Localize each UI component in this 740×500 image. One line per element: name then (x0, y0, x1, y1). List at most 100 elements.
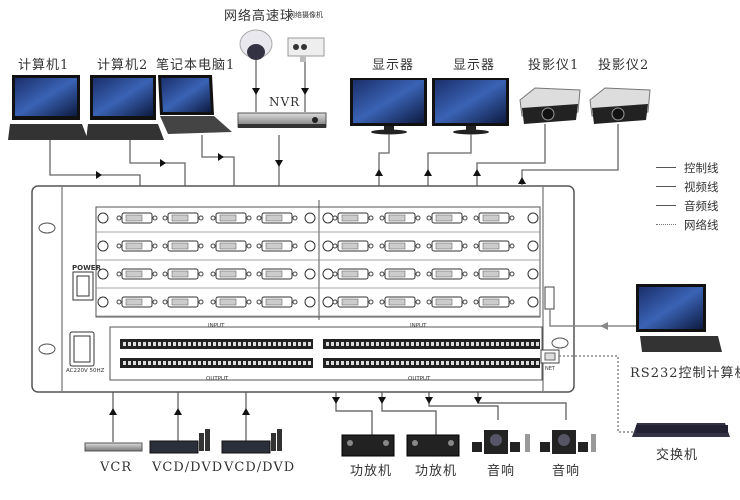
dome-camera-icon (239, 29, 273, 60)
arrow-up-icon (109, 408, 117, 415)
monitor-icon (350, 78, 427, 135)
arrow-up-icon (518, 177, 526, 184)
arrow-right-icon (96, 171, 102, 179)
input-label-left: INPUT (208, 323, 225, 329)
dvi-port-grid (96, 212, 540, 317)
dvi-port (162, 240, 204, 252)
label-speaker-1: 音响 (487, 464, 516, 479)
matrix-chassis (31, 185, 575, 393)
label-dvd-2: VCD/DVD (224, 460, 296, 475)
arrow-right-icon (218, 153, 224, 161)
legend-item-video: 视频线 (656, 177, 719, 196)
network-switch-icon (632, 423, 730, 437)
cable-spk1 (428, 392, 499, 420)
bnc-connector (304, 240, 316, 252)
dvi-port (256, 268, 298, 280)
computer-1 (8, 75, 88, 140)
dvi-port (210, 296, 252, 308)
legend-item-control: 控制线 (656, 158, 719, 177)
desktop-computer-icon (8, 75, 88, 140)
dvi-port (332, 268, 374, 280)
rs232-control-computer (636, 284, 722, 352)
desktop-computer-icon (86, 75, 164, 140)
monitor-2 (432, 78, 509, 135)
dvi-port (379, 240, 421, 252)
dvi-port (332, 212, 374, 224)
ac-label: AC220V 50HZ (66, 368, 105, 374)
dvd-player-icon (149, 429, 210, 454)
dvi-port (162, 268, 204, 280)
arrow-down-icon (301, 88, 309, 95)
arrow-down-icon (474, 397, 482, 404)
dvi-port (473, 268, 515, 280)
net-label: NET (545, 366, 555, 372)
network-bullet-camera (287, 37, 325, 62)
arrow-down-icon (252, 88, 260, 95)
vcr (84, 442, 143, 452)
dvi-port (256, 240, 298, 252)
laptop-1 (158, 75, 232, 134)
dvi-port (162, 296, 204, 308)
dvi-port (116, 240, 158, 252)
dvi-port (473, 296, 515, 308)
signal-arrows-top (96, 88, 526, 184)
label-computer-2: 计算机2 (97, 58, 149, 73)
input-label-right: INPUT (410, 323, 427, 329)
arrow-up-icon (174, 408, 182, 415)
dvi-port (256, 296, 298, 308)
dvi-port (426, 240, 468, 252)
bnc-connector (527, 212, 539, 224)
bnc-connector (97, 240, 109, 252)
label-vcr: VCR (100, 460, 133, 475)
dvi-port (256, 212, 298, 224)
dvi-port (379, 212, 421, 224)
arrow-down-icon (332, 397, 340, 404)
label-monitor-2: 显示器 (453, 58, 496, 73)
output-label-right: OUTPUT (408, 376, 431, 382)
label-switch: 交换机 (656, 448, 699, 463)
bnc-connector (97, 296, 109, 308)
dvd-player-icon (221, 429, 282, 454)
desktop-computer-icon (636, 284, 722, 352)
network-cable (559, 355, 633, 433)
dvi-port (116, 212, 158, 224)
arrow-down-icon (425, 397, 433, 404)
bnc-connector (527, 240, 539, 252)
dvi-port (379, 296, 421, 308)
vcd-dvd-2 (221, 429, 282, 454)
label-speaker-2: 音响 (552, 464, 581, 479)
vcr-icon (84, 442, 143, 452)
arrow-up-icon (473, 169, 481, 176)
projector-2 (589, 87, 651, 124)
legend-item-audio: 音频线 (656, 196, 719, 215)
dvi-port (426, 212, 468, 224)
speaker-system-icon (472, 430, 530, 454)
signal-arrows-bottom (109, 397, 482, 415)
projector-icon (519, 87, 581, 124)
label-monitor-1: 显示器 (372, 58, 415, 73)
bnc-connector (322, 240, 334, 252)
bnc-connector (304, 268, 316, 280)
dvi-port (426, 268, 468, 280)
bnc-connector (322, 268, 334, 280)
nvr (237, 112, 327, 128)
rack-ear-hole (551, 337, 569, 349)
arrow-up-icon (242, 408, 250, 415)
nvr-recorder-icon (237, 112, 327, 128)
label-projector-1: 投影仪1 (528, 58, 580, 73)
output-label-left: OUTPUT (206, 376, 229, 382)
terminal-block (120, 339, 313, 349)
dvi-port (162, 212, 204, 224)
arrow-down-icon (378, 397, 386, 404)
arrow-down-icon (275, 160, 283, 167)
dvi-port (116, 268, 158, 280)
bnc-connector (97, 212, 109, 224)
dvi-port (116, 296, 158, 308)
vcd-dvd-1 (149, 429, 210, 454)
bnc-connector (304, 212, 316, 224)
bullet-camera-icon (287, 37, 325, 62)
arrow-up-icon (375, 169, 383, 176)
audio-terminal-blocks (120, 339, 540, 368)
cable-mon2 (427, 134, 472, 215)
